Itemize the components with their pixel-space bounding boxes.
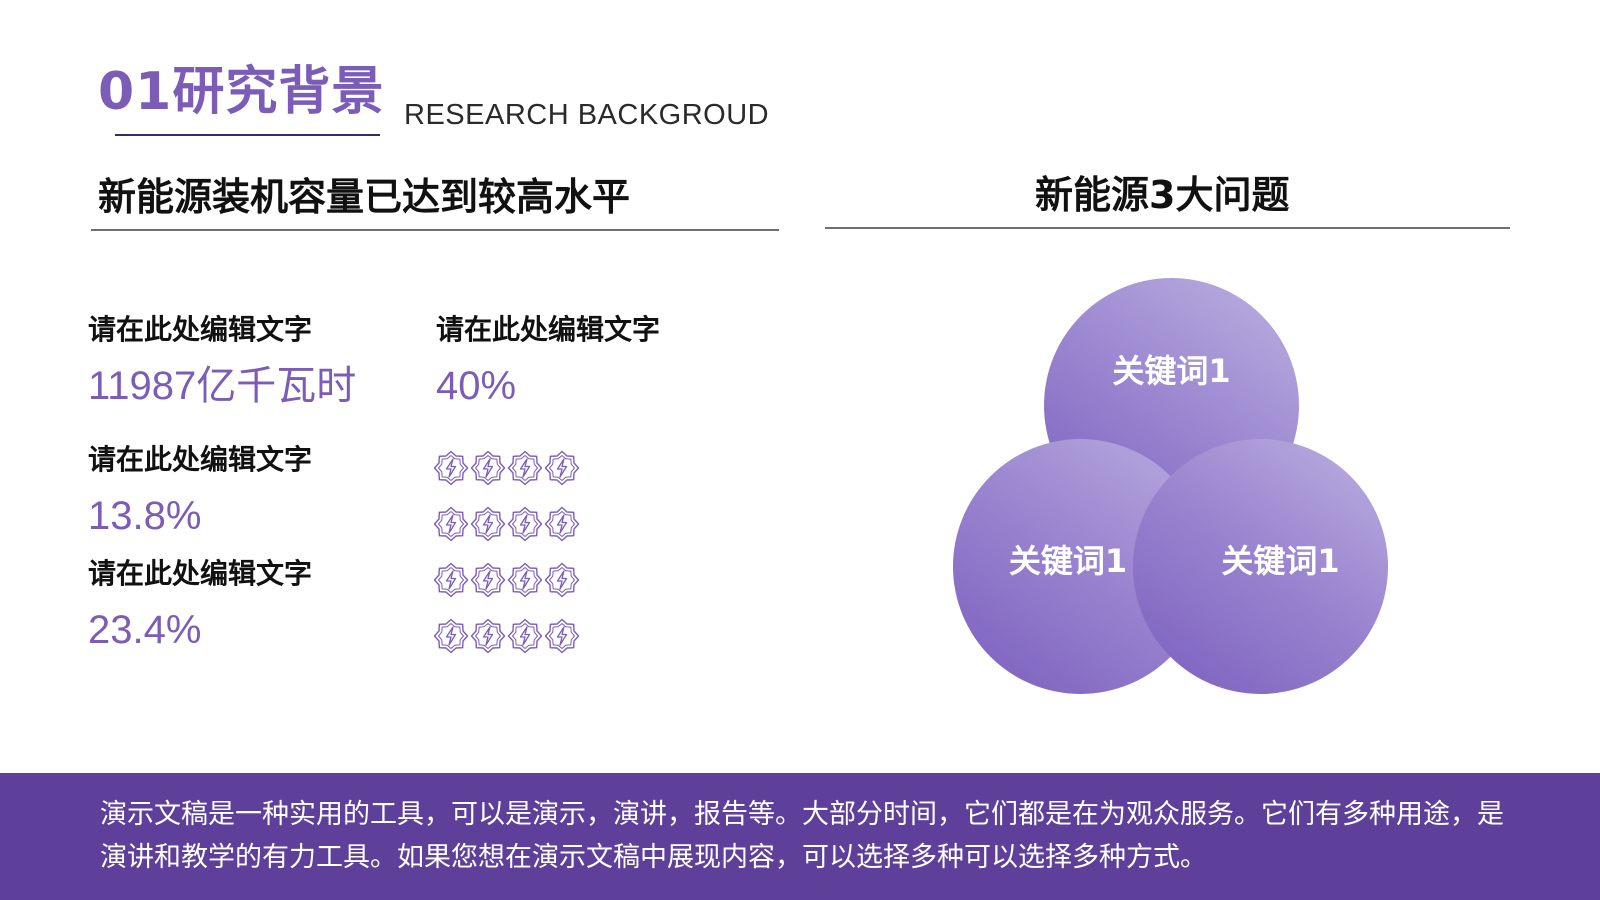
footer-banner: 演示文稿是一种实用的工具，可以是演示，演讲，报告等。大部分时间，它们都是在为观众… — [0, 773, 1600, 900]
stat-label: 请在此处编辑文字 — [88, 313, 313, 346]
lightning-badge-icon — [470, 562, 506, 598]
keyword-label: 关键词1 — [1221, 541, 1340, 580]
stat-value: 40% — [436, 364, 517, 408]
icon-row — [433, 506, 580, 542]
section-title: 01研究背景 — [98, 62, 385, 122]
icon-row — [433, 618, 580, 654]
lightning-badge-icon — [507, 450, 543, 486]
lightning-badge-icon — [507, 562, 543, 598]
icon-row — [433, 562, 580, 598]
lightning-badge-icon — [470, 618, 506, 654]
stat-value: 11987亿千瓦时 — [88, 364, 357, 408]
right-panel-title: 新能源3大问题 — [1035, 173, 1290, 217]
stat-value: 13.8% — [88, 494, 202, 538]
lightning-badge-icon — [433, 450, 469, 486]
footer-text: 演示文稿是一种实用的工具，可以是演示，演讲，报告等。大部分时间，它们都是在为观众… — [100, 799, 1504, 873]
stat-label: 请在此处编辑文字 — [88, 557, 313, 590]
left-panel-divider — [91, 229, 779, 231]
keyword-circle-bottom-right: 关键词1 — [1133, 439, 1388, 694]
lightning-badge-icon — [433, 506, 469, 542]
section-subtitle: RESEARCH BACKGROUD — [404, 99, 770, 131]
section-title-underline — [115, 134, 380, 136]
lightning-badge-icon — [433, 618, 469, 654]
icon-row — [433, 450, 580, 486]
stat-label: 请在此处编辑文字 — [88, 443, 313, 476]
lightning-badge-icon — [470, 506, 506, 542]
stat-label: 请在此处编辑文字 — [436, 313, 661, 346]
keyword-label: 关键词1 — [1008, 541, 1128, 580]
keyword-label: 关键词1 — [1112, 351, 1231, 390]
right-panel-divider — [825, 227, 1510, 229]
lightning-badge-icon — [544, 618, 580, 654]
left-panel-title: 新能源装机容量已达到较高水平 — [98, 175, 631, 219]
lightning-badge-icon — [544, 506, 580, 542]
lightning-badge-icon — [544, 562, 580, 598]
lightning-badge-icon — [507, 506, 543, 542]
lightning-badge-icon — [470, 450, 506, 486]
lightning-badge-icon — [433, 562, 469, 598]
lightning-badge-icon — [507, 618, 543, 654]
lightning-badge-icon — [544, 450, 580, 486]
stat-value: 23.4% — [88, 608, 202, 652]
venn-diagram: 关键词1 关键词1 关键词1 — [950, 278, 1400, 698]
